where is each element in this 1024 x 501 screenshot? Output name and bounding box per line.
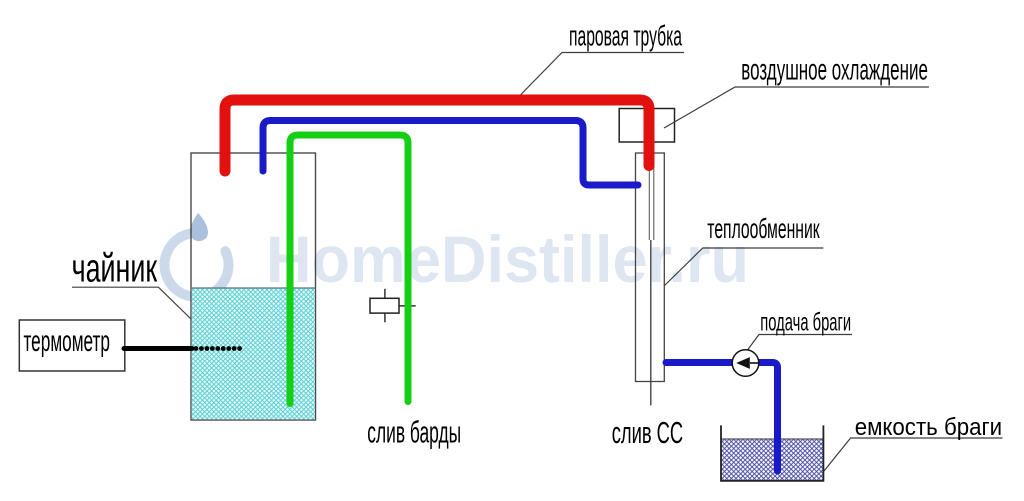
svg-text:воздушное охлаждение: воздушное охлаждение bbox=[741, 55, 928, 87]
svg-text:термометр: термометр bbox=[24, 325, 111, 358]
svg-text:подача браги: подача браги bbox=[760, 308, 851, 336]
svg-text:чайник: чайник bbox=[72, 246, 158, 290]
svg-text:теплообменник: теплообменник bbox=[707, 212, 820, 244]
svg-text:слив барды: слив барды bbox=[367, 415, 461, 450]
svg-text:паровая трубка: паровая трубка bbox=[569, 20, 682, 52]
svg-text:слив СС: слив СС bbox=[612, 416, 684, 450]
svg-text:HomeDistiller.ru: HomeDistiller.ru bbox=[266, 222, 749, 296]
svg-text:емкость браги: емкость браги bbox=[855, 414, 1002, 441]
